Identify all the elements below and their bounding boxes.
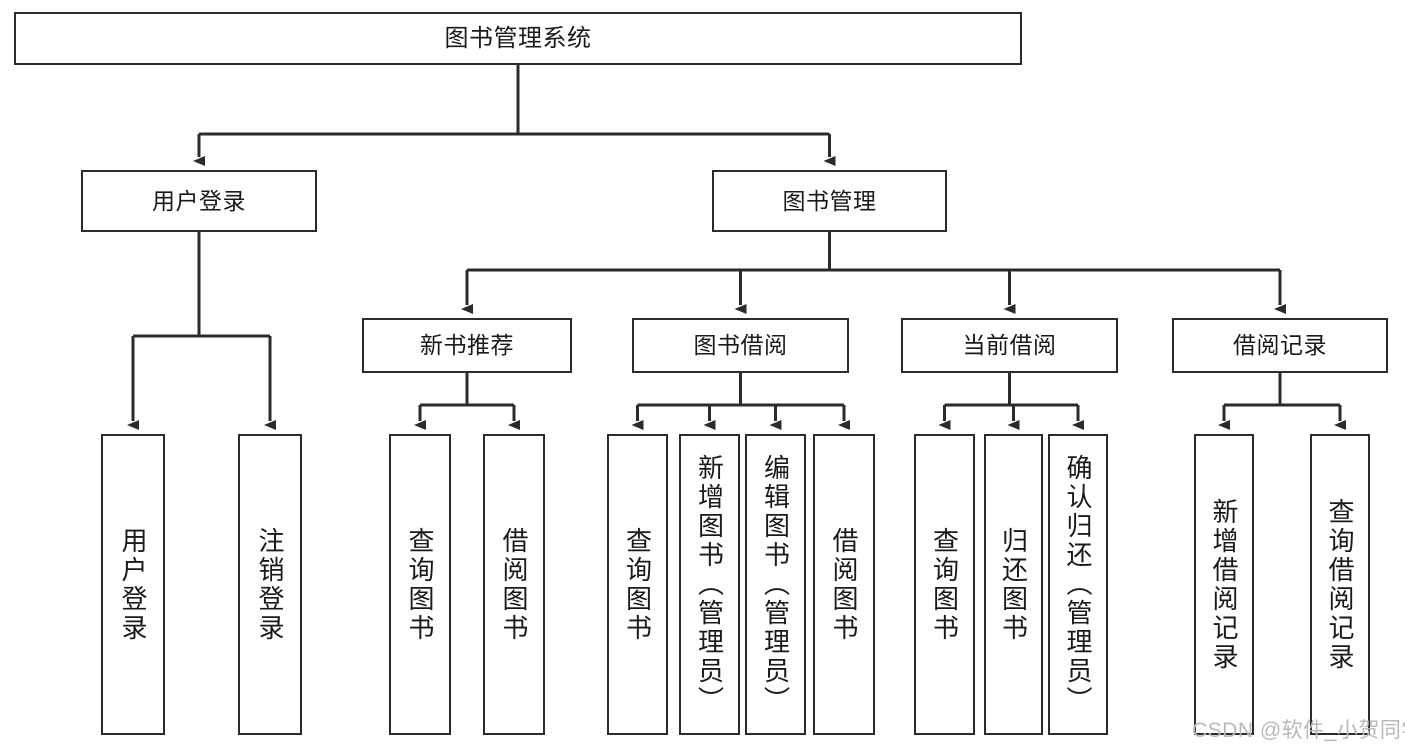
node-bookmgmt[interactable]: 图书管理 [712,170,947,232]
edge-lines [127,65,1346,430]
node-label: 新增图书（管理员） [694,454,725,715]
node-leaf-re2[interactable]: 查询借阅记录 [1310,434,1370,735]
node-current[interactable]: 当前借阅 [901,318,1118,373]
node-label: 编辑图书（管理员） [760,454,791,715]
node-label: 借阅图书 [829,526,859,643]
node-label: 新书推荐 [420,332,514,359]
node-login[interactable]: 用户登录 [81,170,317,232]
node-label: 用户登录 [152,187,246,214]
node-label: 图书管理 [782,187,877,214]
node-leaf-nb1[interactable]: 查询图书 [389,434,451,735]
node-leaf-nb2[interactable]: 借阅图书 [483,434,545,735]
node-borrow[interactable]: 图书借阅 [632,318,849,373]
node-newbook[interactable]: 新书推荐 [362,318,572,373]
node-leaf-re1[interactable]: 新增借阅记录 [1194,434,1254,735]
node-label: 查询图书 [622,526,653,643]
node-leaf-cu3[interactable]: 确认归还（管理员） [1048,434,1108,735]
node-leaf-login2[interactable]: 注销登录 [238,434,302,735]
node-label: 当前借阅 [962,332,1057,359]
node-leaf-cu2[interactable]: 归还图书 [984,434,1043,735]
node-leaf-bo1[interactable]: 查询图书 [607,434,668,735]
node-leaf-bo4[interactable]: 借阅图书 [813,434,875,735]
node-leaf-bo2[interactable]: 新增图书（管理员） [679,434,740,735]
node-leaf-cu1[interactable]: 查询图书 [914,434,975,735]
node-label: 查询图书 [929,526,960,643]
node-label: 用户登录 [118,526,148,643]
node-label: 新增借阅记录 [1209,497,1239,672]
node-records[interactable]: 借阅记录 [1172,318,1388,373]
node-leaf-bo3[interactable]: 编辑图书（管理员） [745,434,806,735]
node-leaf-login1[interactable]: 用户登录 [101,434,165,735]
node-label: 图书借阅 [693,332,788,359]
node-label: 查询图书 [405,526,435,643]
node-label: 借阅图书 [499,526,529,643]
node-label: 注销登录 [255,526,285,643]
node-root[interactable]: 图书管理系统 [14,12,1022,65]
node-label: 查询借阅记录 [1325,497,1355,672]
node-label: 归还图书 [998,526,1029,643]
node-label: 借阅记录 [1233,332,1327,359]
node-label: 确认归还（管理员） [1063,454,1093,715]
node-label: 图书管理系统 [444,24,592,52]
